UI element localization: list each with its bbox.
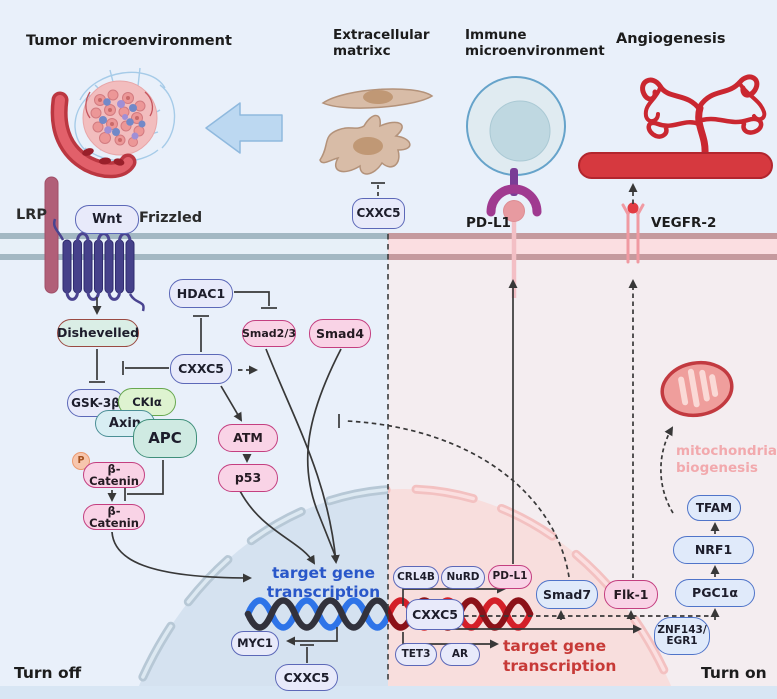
- target-gene-blue-line2: transcription: [266, 583, 381, 601]
- tfam-pill: TFAM: [687, 495, 741, 521]
- hdac1-pill: HDAC1: [169, 279, 233, 308]
- mito-label-line2: biogenesis: [676, 460, 758, 476]
- target-gene-red-line1: target gene: [503, 637, 607, 655]
- ar-pill: AR: [440, 643, 480, 666]
- dishevelled-pill: Dishevelled: [57, 319, 139, 347]
- cxxc5-cytoplasm-pill: CXXC5: [170, 354, 232, 384]
- pgc1a-pill: PGC1α: [675, 579, 755, 607]
- znf143-egr1-pill: ZNF143/ EGR1: [654, 617, 710, 655]
- ecm-title-line1: Extracellular: [333, 27, 430, 43]
- membrane-right: [388, 233, 777, 260]
- cxxc5-nucleus-left-pill: CXXC5: [275, 664, 338, 691]
- smad7-pill: Smad7: [536, 580, 598, 609]
- apc-pill: APC: [133, 419, 197, 458]
- smad2-3-pill: Smad2/3: [242, 320, 296, 347]
- vegfr2-label: VEGFR-2: [651, 215, 717, 231]
- p53-pill: p53: [218, 464, 278, 492]
- pdl1-membrane-label: PD-L1: [466, 215, 511, 231]
- smad4-pill: Smad4: [309, 319, 371, 348]
- ecm-title: Extracellular matrixc: [333, 27, 430, 59]
- immune-title-line1: Immune: [465, 27, 527, 43]
- bottom-strip: [0, 686, 777, 699]
- nurd-pill: NuRD: [441, 566, 485, 589]
- target-gene-blue: target gene transcription: [266, 564, 381, 602]
- znf143-line: ZNF143/: [657, 623, 707, 636]
- crl4b-pill: CRL4B: [393, 566, 439, 589]
- flk1-pill: Flk-1: [604, 580, 658, 609]
- cxxc5-dna-pill: CXXC5: [406, 599, 464, 630]
- target-gene-blue-line1: target gene: [271, 564, 376, 582]
- mito-label-line1: mitochondrial: [676, 443, 777, 459]
- beta-catenin-pill: β-Catenin: [83, 504, 145, 530]
- immune-title: Immune microenvironment: [465, 27, 605, 59]
- tumor-title: Tumor microenvironment: [26, 33, 232, 49]
- angio-title: Angiogenesis: [616, 31, 726, 47]
- atm-pill: ATM: [218, 424, 278, 452]
- cxxc5-ecm-pill: CXXC5: [352, 198, 405, 229]
- wnt-pill: Wnt: [75, 205, 139, 234]
- frizzled-label: Frizzled: [139, 210, 203, 226]
- pdl1-nucleus-pill: PD-L1: [488, 565, 532, 589]
- tet3-pill: TET3: [395, 643, 437, 666]
- turn-on-label: Turn on: [701, 664, 767, 682]
- turn-off-label: Turn off: [14, 664, 82, 682]
- lrp-label: LRP: [16, 207, 48, 223]
- egr1-line: EGR1: [666, 635, 698, 647]
- nrf1-pill: NRF1: [673, 536, 754, 564]
- myc1-pill: MYC1: [231, 631, 279, 656]
- beta-catenin-p-pill: β-Catenin: [83, 462, 145, 488]
- membrane-left: [0, 233, 389, 260]
- immune-title-line2: microenvironment: [465, 43, 605, 59]
- target-gene-red-line2: transcription: [503, 657, 617, 675]
- mito-biogenesis-label: mitochondrial biogenesis: [676, 443, 777, 477]
- ecm-title-line2: matrixc: [333, 43, 391, 59]
- target-gene-red: target gene transcription: [503, 636, 623, 676]
